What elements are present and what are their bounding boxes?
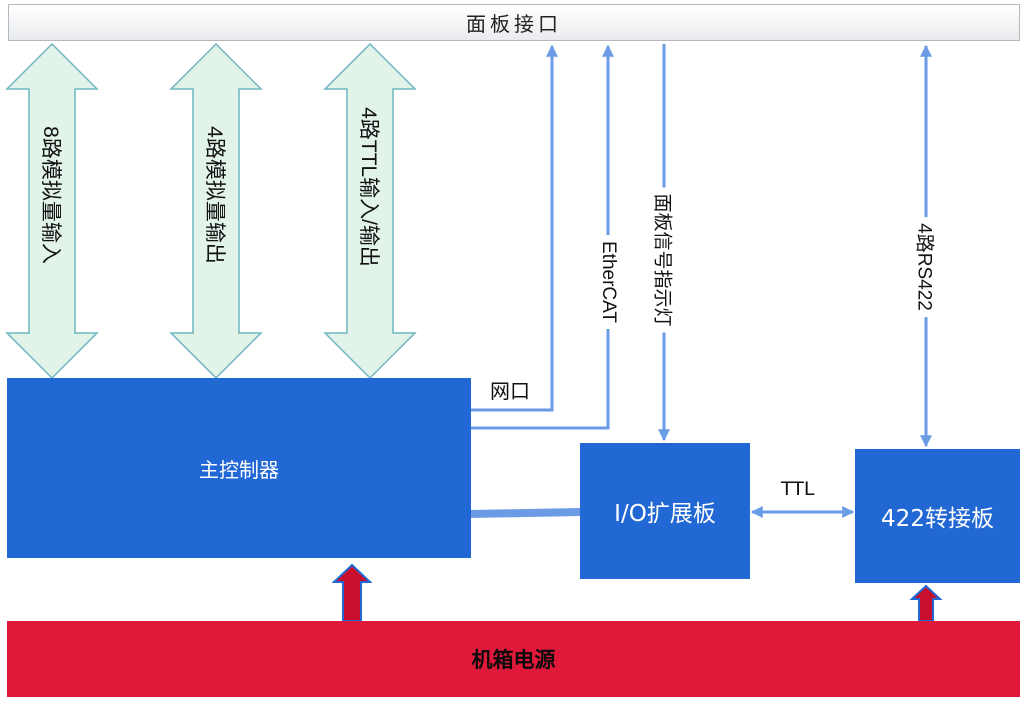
main-controller-label: 主控制器 — [199, 457, 279, 482]
panel-led-label: 面板信号指示灯 — [647, 187, 681, 333]
analog-input-label: 8路模拟量输入 — [39, 126, 62, 264]
main-to-io-line — [470, 508, 581, 518]
ttl-link-label: TTL — [781, 478, 815, 500]
io-board-label: I/O扩展板 — [614, 501, 716, 527]
panel-interface-bar: 面板接口 — [8, 4, 1020, 41]
rs422-label: 4路RS422 — [909, 217, 943, 317]
power-supply-block: 机箱电源 — [7, 621, 1020, 697]
io-board-block: I/O扩展板 — [580, 443, 750, 579]
ttl-io-label: 4路TTL输入/输出 — [357, 107, 380, 267]
main-controller-block: 主控制器 — [7, 378, 471, 558]
converter-board-label: 422转接板 — [881, 506, 994, 532]
power-arrow-converter — [909, 584, 943, 622]
net-port-label: 网口 — [490, 379, 530, 403]
net-port-line — [471, 44, 558, 412]
ethercat-label: EtherCAT — [594, 234, 622, 330]
power-supply-label: 机箱电源 — [471, 648, 556, 672]
panel-interface-label: 面板接口 — [466, 12, 562, 36]
analog-output-label: 4路模拟量输出 — [203, 126, 226, 264]
ethercat-line — [471, 44, 614, 430]
power-arrow-main — [331, 563, 373, 622]
converter-board-block: 422转接板 — [855, 449, 1020, 583]
